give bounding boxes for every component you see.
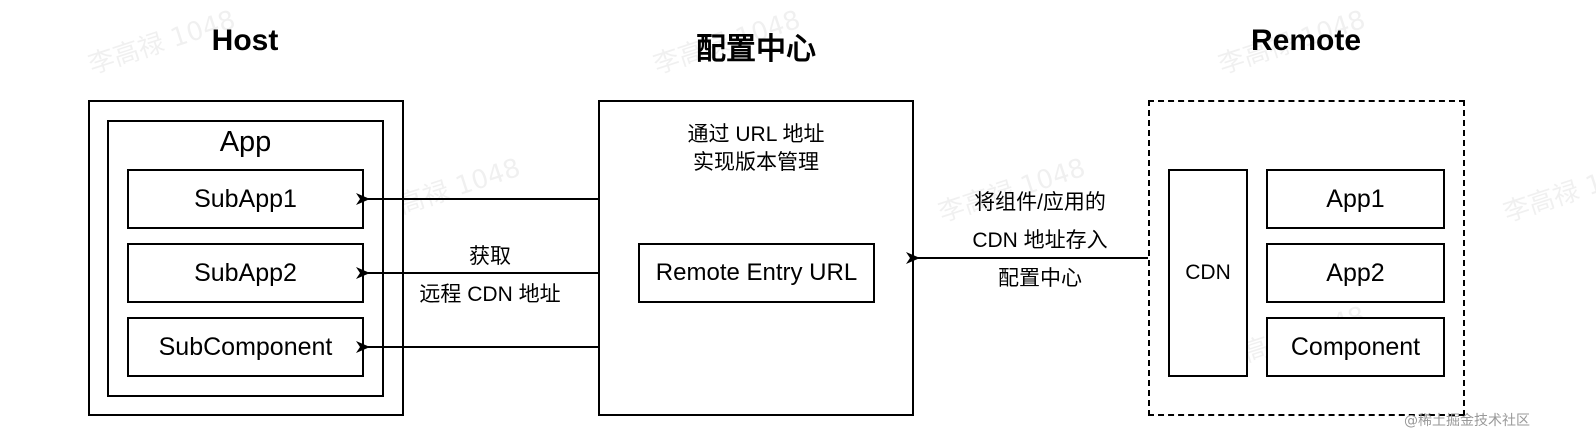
host-title: Host bbox=[211, 24, 279, 57]
footer-credit: @稀土掘金技术社区 bbox=[1404, 413, 1530, 429]
store-label-line3: 配置中心 bbox=[998, 267, 1082, 290]
fetch-label-line2: 远程 CDN 地址 bbox=[419, 283, 561, 306]
store-label-line1: 将组件/应用的 bbox=[974, 191, 1106, 214]
config-center-desc-line2: 实现版本管理 bbox=[693, 151, 819, 174]
subapp2-box: SubApp2 bbox=[127, 243, 364, 303]
config-center-title: 配置中心 bbox=[696, 33, 816, 66]
app2-box: App2 bbox=[1266, 243, 1445, 303]
cdn-box: CDN bbox=[1168, 169, 1248, 377]
fetch-label-line1: 获取 bbox=[469, 245, 511, 268]
remote-entry-url-box: Remote Entry URL bbox=[638, 243, 875, 303]
app1-box: App1 bbox=[1266, 169, 1445, 229]
app-label: App bbox=[219, 125, 272, 158]
remote-title: Remote bbox=[1250, 24, 1362, 57]
component-box: Component bbox=[1266, 317, 1445, 377]
config-center-desc-line1: 通过 URL 地址 bbox=[687, 123, 825, 146]
store-label-line2: CDN 地址存入 bbox=[972, 229, 1108, 252]
subapp1-box: SubApp1 bbox=[127, 169, 364, 229]
remote-container bbox=[1148, 100, 1465, 416]
